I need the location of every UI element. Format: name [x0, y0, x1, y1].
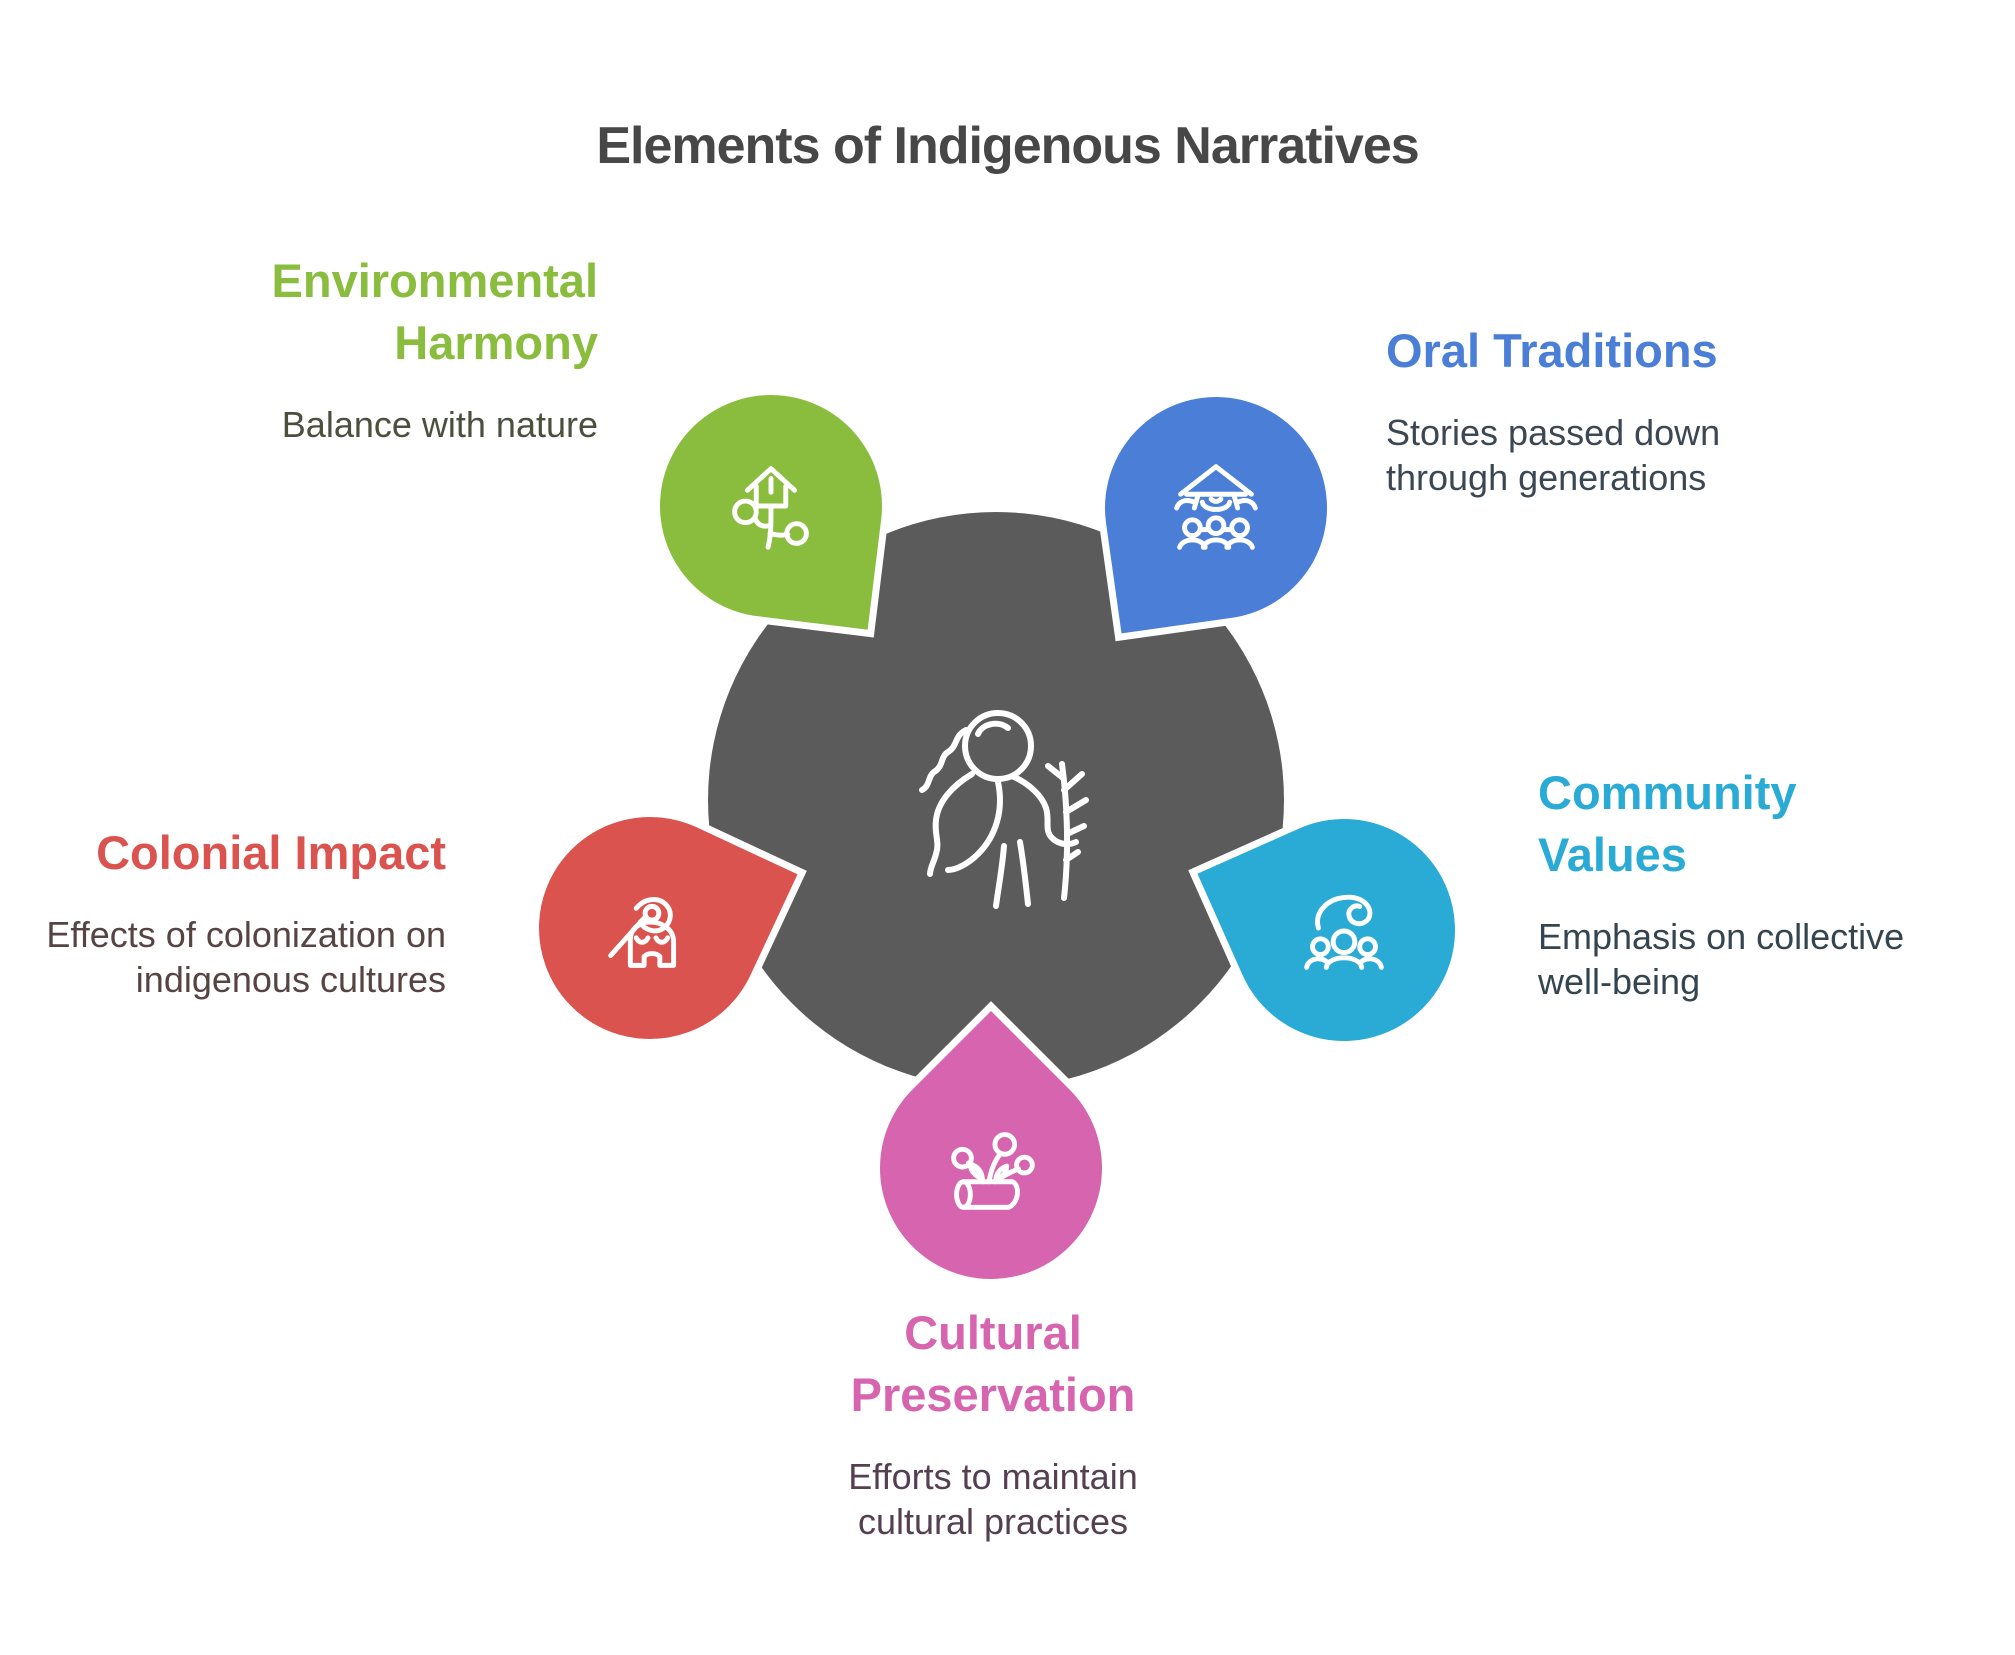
- petal-colonial-impact: [493, 771, 807, 1085]
- item-heading: Oral Traditions: [1386, 324, 1718, 377]
- label-colonial-impact: Colonial Impact Effects of colonization …: [26, 822, 446, 1002]
- petal-cultural-preservation: [824, 1001, 1158, 1335]
- item-heading: Community Values: [1538, 766, 1797, 881]
- hand-over-people-icon: [1304, 894, 1384, 970]
- item-heading: Colonial Impact: [96, 826, 446, 879]
- axe-mask-icon: [608, 897, 677, 968]
- label-oral-traditions: Oral Traditions Stories passed down thro…: [1386, 320, 1796, 500]
- label-environmental-harmony: Environmental Harmony Balance with natur…: [198, 250, 598, 447]
- petal-icon-wrap: [880, 1057, 1102, 1279]
- item-description: Efforts to maintain cultural practices: [848, 1456, 1138, 1542]
- item-heading: Environmental Harmony: [271, 254, 598, 369]
- storyteller-icon: [1174, 464, 1258, 550]
- petal-icon-wrap: [1233, 819, 1455, 1041]
- sprouting-log-icon: [951, 1132, 1035, 1210]
- item-description: Stories passed down through generations: [1386, 412, 1721, 498]
- item-description: Emphasis on collective well-being: [1538, 916, 1905, 1002]
- petal-environmental-harmony: [639, 374, 903, 638]
- item-description: Effects of colonization on indigenous cu…: [46, 914, 446, 1000]
- label-community-values: Community Values Emphasis on collective …: [1538, 762, 1928, 1004]
- item-description: Balance with nature: [281, 404, 598, 445]
- petal-icon-wrap: [539, 817, 761, 1039]
- petal-icon-wrap: [1105, 397, 1327, 619]
- house-plant-icon: [732, 466, 809, 550]
- petal-community-values: [1188, 774, 1500, 1086]
- petal-icon-wrap: [660, 395, 882, 617]
- person-with-branch-icon: [919, 710, 1089, 909]
- item-heading: Cultural Preservation: [850, 1306, 1136, 1421]
- page-title: Elements of Indigenous Narratives: [596, 117, 1419, 175]
- label-cultural-preservation: Cultural Preservation Efforts to maintai…: [788, 1302, 1198, 1544]
- petal-oral-traditions: [1082, 374, 1350, 642]
